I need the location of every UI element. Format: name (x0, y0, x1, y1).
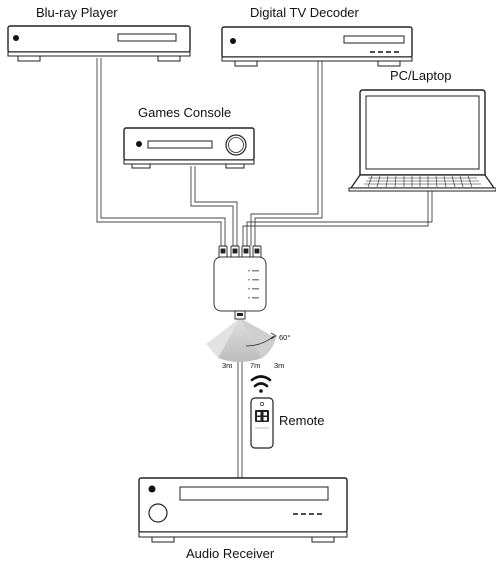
switch-port-leds (248, 269, 259, 299)
ir-beam-outer (206, 318, 240, 358)
cables (96, 58, 433, 478)
bluray-player (7, 25, 191, 62)
laptop (348, 89, 496, 192)
label-remote: Remote (279, 413, 325, 428)
label-audio-receiver: Audio Receiver (186, 546, 275, 561)
label-pc-laptop: PC/Laptop (390, 68, 451, 83)
ir-beam-right (240, 318, 276, 358)
cable-games-console (190, 166, 238, 246)
power-icon (136, 141, 142, 147)
tv-decoder (221, 26, 413, 67)
cable-bluray (96, 58, 226, 246)
label-ir-angle: 60° (279, 333, 290, 342)
label-games-console: Games Console (138, 105, 231, 120)
label-tv-decoder: Digital TV Decoder (250, 5, 360, 20)
disc-slot (147, 140, 213, 149)
power-icon (230, 38, 236, 44)
keyboard-icon (364, 175, 481, 188)
ir-beam-left (218, 318, 262, 362)
disc-tray (117, 33, 177, 42)
power-icon (148, 485, 156, 493)
hdmi-plugs (218, 245, 262, 258)
hdmi-switch (213, 256, 267, 320)
receiver-display (179, 486, 329, 501)
volume-knob-icon (148, 503, 168, 523)
power-icon (13, 35, 19, 41)
label-bluray: Blu-ray Player (36, 5, 118, 20)
cable-pc (242, 190, 433, 246)
label-ir-right: 3m (274, 361, 284, 370)
laptop-screen (365, 95, 480, 170)
ir-range-indicator (206, 318, 277, 362)
remote (250, 397, 274, 449)
ir-signal-icon (250, 375, 272, 393)
display-panel (343, 35, 405, 44)
label-ir-center: 7m (250, 361, 260, 370)
cable-tv-decoder (250, 60, 323, 246)
label-ir-left: 3m (222, 361, 232, 370)
audio-receiver (138, 477, 348, 543)
games-console (123, 127, 255, 169)
